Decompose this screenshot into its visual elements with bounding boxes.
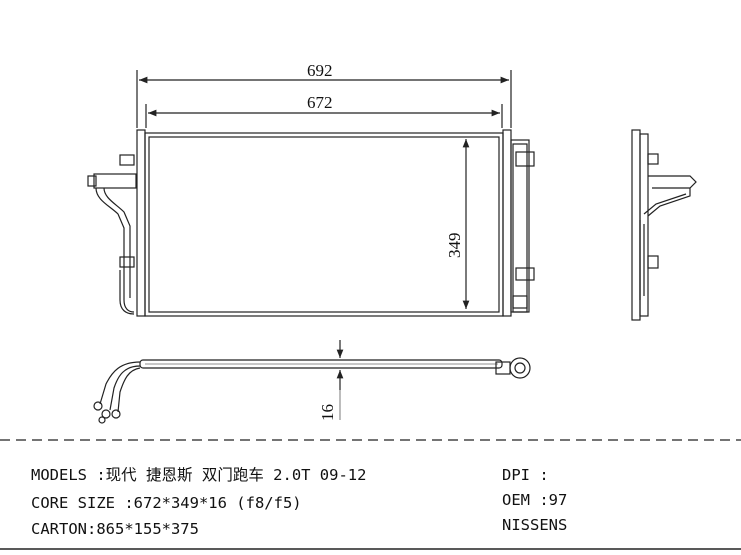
condenser-front-view [87,129,535,317]
info-models: MODELS :现代 捷恩斯 双门跑车 2.0T 09-12 [31,466,367,484]
condenser-side-view [631,129,697,321]
label-core-thickness: 16 [318,404,337,421]
dimension-core-width [145,104,503,128]
label-core-width: 672 [307,93,333,112]
info-dpi: DPI : [502,466,549,484]
info-carton: CARTON:865*155*375 [31,520,199,538]
condenser-bottom-view [93,340,531,424]
info-oem: OEM :97 [502,491,568,509]
dimension-overall-width [136,70,512,128]
label-core-height: 349 [445,232,464,259]
info-core-size: CORE SIZE :672*349*16 (f8/f5) [31,494,302,512]
label-overall-width: 692 [307,61,333,80]
info-brand: NISSENS [502,516,568,534]
